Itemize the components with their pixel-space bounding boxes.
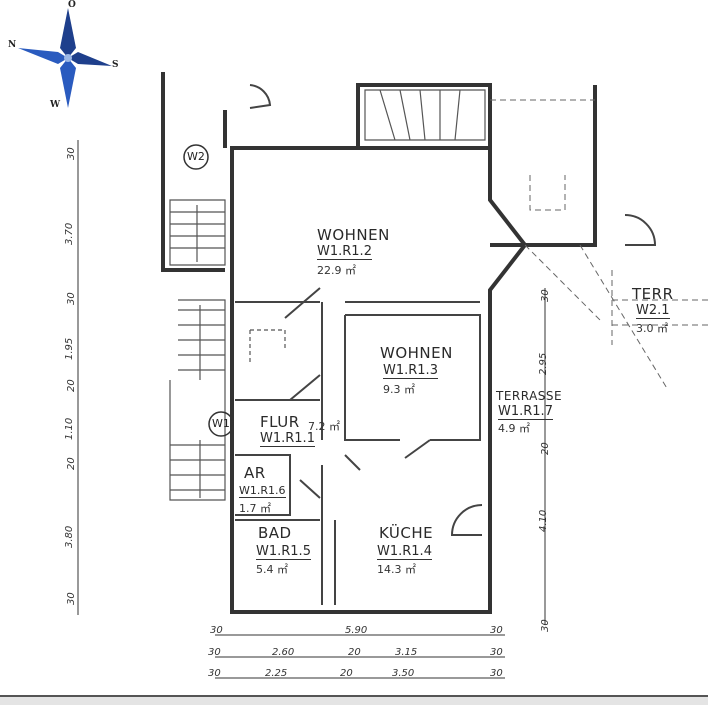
- label: WOHNEN: [317, 226, 390, 244]
- compass-east: O: [68, 0, 76, 10]
- label: 20: [66, 457, 77, 470]
- label: 30: [208, 647, 221, 658]
- label: 30: [490, 647, 503, 658]
- label: 9.3 ㎡: [383, 383, 415, 396]
- label: KÜCHE: [379, 524, 434, 542]
- label: 30: [490, 625, 503, 636]
- unit-w2-label: W2: [187, 150, 205, 163]
- terrace-outline: [490, 99, 708, 391]
- label: 14.3 ㎡: [377, 563, 416, 576]
- label: 30: [490, 668, 503, 679]
- stairs: [169, 89, 486, 501]
- label: 20: [540, 442, 551, 455]
- compass-west: W: [50, 100, 61, 110]
- interior-walls: [235, 84, 657, 605]
- label: 4.9 ㎡: [498, 422, 530, 435]
- label: W1.R1.1: [260, 431, 315, 448]
- label: WOHNEN: [380, 344, 453, 362]
- label: W1.R1.2: [317, 244, 372, 261]
- label: FLUR: [260, 413, 300, 431]
- label: 30: [66, 147, 77, 160]
- label: 3.50: [392, 668, 415, 679]
- label: 3.15: [395, 647, 418, 658]
- label: BAD: [258, 524, 292, 542]
- label: 2.95: [538, 352, 549, 375]
- compass-south: S: [112, 60, 119, 70]
- label: 30: [210, 625, 223, 636]
- label: 4.10: [538, 509, 549, 532]
- bottom-edge: [0, 695, 708, 705]
- label: 3.70: [64, 222, 75, 245]
- label: W1.R1.6: [239, 484, 286, 499]
- label: 30: [66, 292, 77, 305]
- unit-marker-w1: [208, 411, 234, 437]
- label: 22.9 ㎡: [317, 264, 356, 277]
- dimension-lines: [77, 140, 546, 679]
- unit-w1-label: W1: [212, 417, 230, 430]
- label: TERR: [632, 285, 674, 303]
- unit-marker-w2: [183, 144, 209, 170]
- label: 1.10: [64, 417, 75, 440]
- label: 5.90: [345, 625, 368, 636]
- label: AR: [244, 464, 266, 482]
- label: W1.R1.5: [256, 544, 311, 561]
- label: W2.1: [636, 303, 670, 320]
- label: W1.R1.3: [383, 363, 438, 380]
- label: 20: [348, 647, 361, 658]
- label: TERRASSE: [496, 389, 563, 403]
- label: 2.60: [272, 647, 295, 658]
- label: 1.95: [64, 337, 75, 360]
- label: 30: [208, 668, 221, 679]
- label: 20: [340, 668, 353, 679]
- label: 3.80: [64, 525, 75, 548]
- compass-icon: [18, 8, 112, 108]
- label: 30: [66, 592, 77, 605]
- label: W1.R1.4: [377, 544, 432, 561]
- label: 30: [540, 619, 551, 632]
- label: W1.R1.7: [498, 404, 553, 421]
- label: 5.4 ㎡: [256, 563, 288, 576]
- compass-north: N: [8, 40, 17, 50]
- label: 1.7 ㎡: [239, 502, 271, 515]
- label: 20: [66, 379, 77, 392]
- label: 7.2 ㎡: [308, 420, 340, 433]
- label: 2.25: [265, 668, 288, 679]
- label: 30: [540, 289, 551, 302]
- label: 3.0 ㎡: [636, 322, 668, 335]
